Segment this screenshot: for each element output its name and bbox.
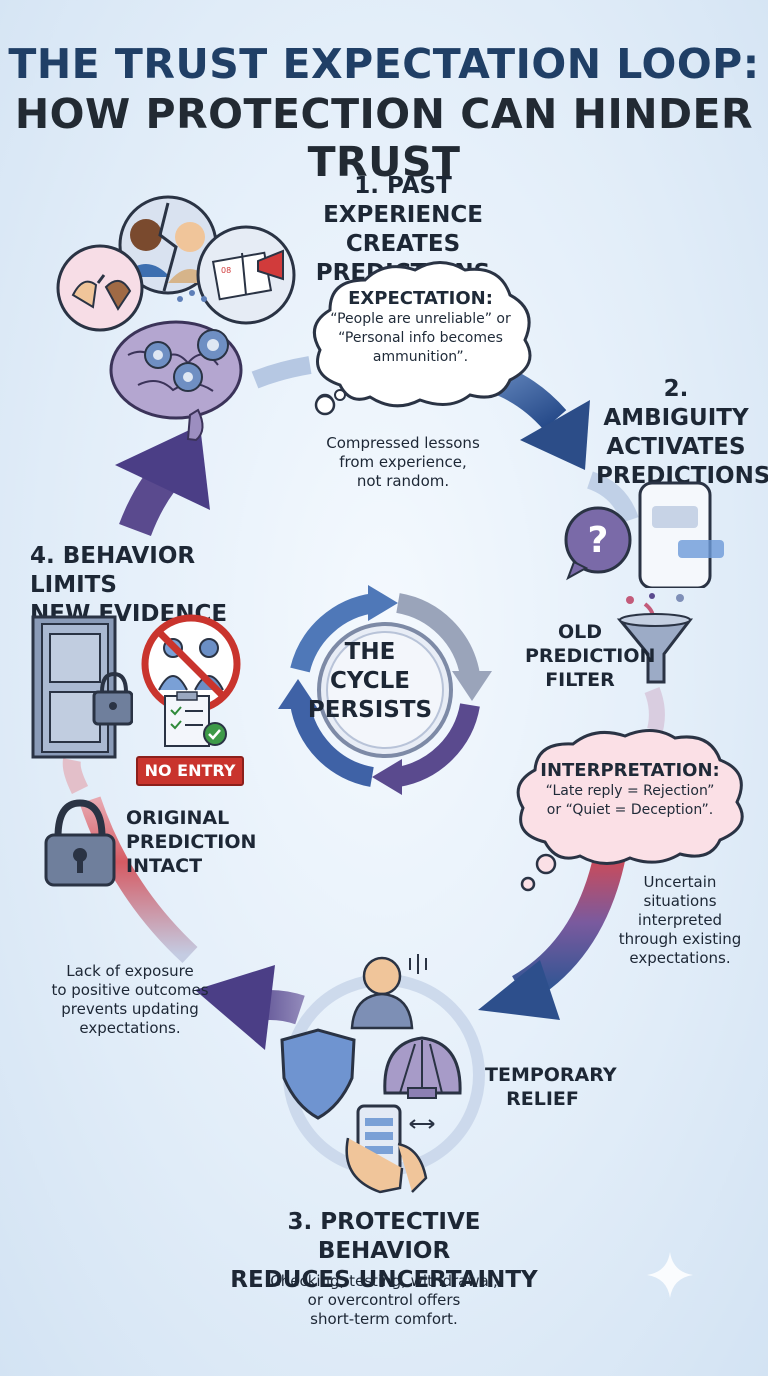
checking-note: Checking, testing, withdrawal, or overco… [270,1272,498,1328]
uncertain-note: Uncertain situations interpreted through… [618,873,742,967]
brain-icon [109,320,243,442]
brain-illustration: 08 [56,195,296,442]
title-line2: HOW PROTECTION CAN HINDER TRUST [14,90,754,186]
padlock-icon [44,799,116,887]
title-line1: THE TRUST EXPECTATION LOOP: [8,40,760,88]
cycle-persists-label: THE CYCLE PERSISTS [307,639,433,723]
no-entry-badge: NO ENTRY [136,756,244,786]
expectation-text: EXPECTATION: “People are unreliable” or … [330,288,511,365]
arrow-to-lack [195,965,305,1050]
diary-megaphone-icon: 08 [196,225,296,325]
step3-heading: 3. PROTECTIVE BEHAVIOR REDUCES UNCERTAIN… [230,1209,538,1293]
svg-text:08: 08 [221,266,231,275]
arrow-to-step1 [115,425,210,537]
funnel-filter-icon [616,593,694,684]
step2-heading: 2. AMBIGUITY ACTIVATES PREDICTIONS [596,376,768,489]
relief-label: TEMPORARY RELIEF [485,1064,617,1110]
sparkle-icon [647,1252,693,1298]
intact-label: ORIGINAL PREDICTION INTACT [126,807,257,877]
expectation-cloud [312,261,532,413]
thought-dots-pink [520,853,557,892]
lack-note: Lack of exposure to positive outcomes pr… [51,962,209,1037]
interpretation-text: INTERPRETATION: “Late reply = Rejection”… [540,760,720,818]
locked-door-icon [31,615,133,759]
arrow-to-step3 [478,851,626,1020]
interpretation-cloud [516,729,744,865]
filter-label: OLD PREDICTION FILTER [525,621,656,691]
phone-checking-icon [345,1104,435,1194]
thought-dots [314,394,336,416]
cycle-icon [278,585,492,795]
phone-ambiguity-icon: ? [564,481,724,588]
hiding-person-icon [350,954,427,1030]
shield-icon [280,1028,356,1120]
pinky-promise-icon [56,244,144,332]
compressed-note: Compressed lessons from experience, not … [326,434,480,490]
question-mark: ? [588,520,609,561]
no-interaction-icon [141,614,241,747]
protective-behavior-illustration [280,954,462,1194]
shell-icon [383,1036,462,1099]
